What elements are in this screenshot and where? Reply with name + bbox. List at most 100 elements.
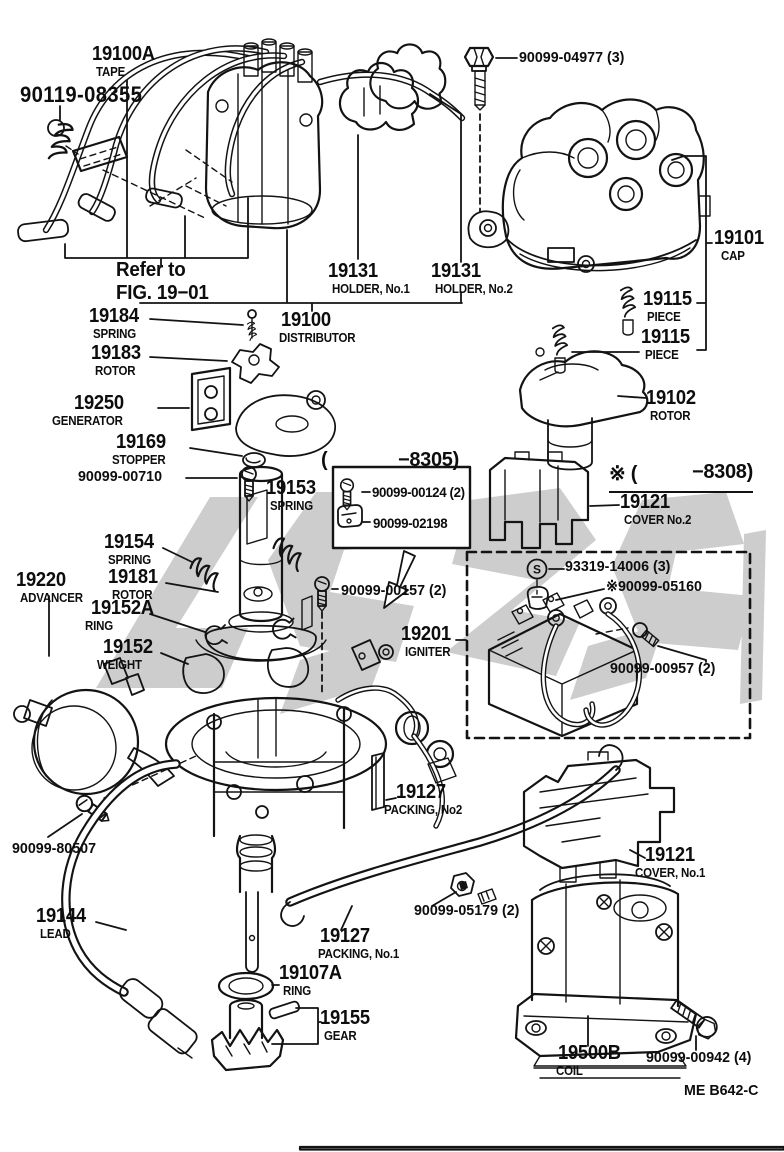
label-screw-90119: 90119-08355: [20, 84, 153, 106]
part-number: 19220: [16, 569, 66, 591]
part-name: SPRING: [270, 499, 313, 513]
label-grommet-05160: ※90099-05160: [606, 579, 707, 594]
range-open: (: [321, 449, 328, 471]
label-advancer: 19220 ADVANCER: [16, 570, 88, 605]
part-name: PACKING, No.1: [318, 947, 400, 961]
range-close: −8308): [691, 461, 753, 483]
label-packing-no2: 19127 PACKING, No2: [384, 781, 469, 817]
figure-code-text: ME B642-C: [684, 1082, 759, 1099]
part-number: 19115: [643, 288, 692, 310]
part-name: ADVANCER: [20, 591, 83, 605]
part-name: COIL: [556, 1064, 583, 1078]
pickup-stack-drawing: [149, 309, 337, 503]
part-number: 19152: [103, 636, 153, 658]
part-number: 90099-04977 (3): [519, 49, 625, 66]
part-name: TAPE: [96, 65, 126, 79]
part-name: ROTOR: [112, 588, 153, 602]
label-spring-19153: 19153 SPRING: [266, 478, 320, 513]
part-number: 19121: [645, 844, 695, 866]
nut-05179-drawing: [431, 872, 497, 907]
igniter-box-drawing: S: [455, 550, 752, 740]
part-name: HOLDER, No.1: [332, 282, 410, 296]
part-name: HOLDER, No.2: [435, 282, 513, 296]
label-packing-no1: 19127 PACKING, No.1: [318, 926, 406, 961]
label-rotor-19102: 19102 ROTOR: [646, 388, 700, 423]
label-distributor: 19100 DISTRIBUTOR: [279, 310, 362, 345]
part-number: 90099-00942 (4): [646, 1049, 752, 1066]
label-rotor-19181: 19181 ROTOR: [108, 567, 162, 602]
label-rotor-19183: 19183 ROTOR: [91, 343, 145, 378]
label-screw-93319: 93319-14006 (3): [565, 559, 676, 574]
label-cover-no1: 19121 COVER, No.1: [635, 844, 711, 880]
part-number: 19131: [328, 260, 378, 282]
box-item-00124: 90099-00124 (2): [372, 484, 465, 500]
cover-no1-drawing: [522, 751, 676, 883]
figure-code: ME B642-C: [684, 1083, 762, 1098]
part-name: IGNITER: [405, 645, 451, 659]
label-stopper: 19169 STOPPER: [112, 432, 170, 467]
part-name: GEAR: [324, 1029, 357, 1043]
label-igniter: 19201 IGNITER: [401, 624, 455, 659]
part-number: 19152A: [91, 597, 154, 619]
part-number: 19131: [431, 260, 481, 282]
cap-drawing: [467, 98, 711, 273]
label-screw-80507: 90099-80507: [12, 841, 100, 856]
coil-drawing: [514, 873, 698, 1079]
part-name: CAP: [721, 249, 745, 263]
harness-drawing: [335, 639, 457, 829]
part-number: 19154: [104, 531, 154, 553]
part-name: STOPPER: [112, 453, 166, 467]
part-name: PACKING, No2: [384, 803, 463, 817]
label-ring-19107a: 19107A RING: [279, 963, 347, 998]
part-name: WEIGHT: [97, 658, 142, 672]
label-weight: 19152 WEIGHT: [97, 636, 157, 672]
distributor-assembly-drawing: [17, 38, 466, 243]
option-box-8305: [331, 465, 472, 609]
packing-no1-drawing: [280, 744, 624, 931]
label-holder-no1: 19131 HOLDER, No.1: [328, 261, 416, 296]
refer-note: Refer to FIG. 19−01: [116, 259, 215, 305]
part-name: PIECE: [647, 310, 681, 324]
part-number: 93319-14006 (3): [565, 558, 671, 575]
holder-clips-drawing: [338, 43, 447, 132]
range-note-8305: ( −8305): [321, 449, 459, 472]
label-screw-00710: 90099-00710: [78, 469, 166, 484]
s-mark: S: [533, 563, 541, 577]
part-name: RING: [85, 619, 114, 633]
label-cover-no2: 19121 COVER No.2: [620, 492, 697, 527]
bolt-00942-drawing: [670, 999, 718, 1051]
part-number: 19181: [108, 566, 158, 588]
label-generator: 19250 GENERATOR: [52, 393, 129, 428]
part-name: ROTOR: [95, 364, 136, 378]
part-number: 19115: [641, 326, 690, 348]
part-number: 19183: [91, 342, 141, 364]
part-name: DISTRIBUTOR: [279, 331, 356, 345]
part-number: 90099-00957 (2): [610, 660, 716, 677]
part-name: SPRING: [108, 553, 151, 567]
part-name: RING: [283, 984, 312, 998]
shaft-governor-drawing: [149, 465, 339, 694]
box-item-02198: 90099-02198: [373, 515, 448, 531]
label-bolt-04977: 90099-04977 (3): [519, 50, 630, 65]
label-holder-no2: 19131 HOLDER, No.2: [431, 261, 519, 296]
part-number: 90099-05179 (2): [414, 902, 520, 919]
part-number: 19127: [396, 781, 446, 803]
label-gear: 19155 GEAR: [320, 1008, 374, 1043]
part-number: 90099-00157 (2): [341, 582, 447, 599]
part-number: 19155: [320, 1007, 370, 1029]
part-number: 19184: [89, 305, 139, 327]
label-bolt-00957: 90099-00957 (2): [610, 661, 721, 676]
gear-drawing: [210, 971, 322, 1072]
part-number: 19101: [714, 227, 764, 249]
leader-lines-top: [64, 79, 463, 312]
label-nut-05179: 90099-05179 (2): [414, 903, 525, 918]
label-cap: 19101 CAP: [714, 228, 768, 263]
part-name: LEAD: [40, 927, 71, 941]
part-name: GENERATOR: [52, 414, 123, 428]
part-name: PIECE: [645, 348, 679, 362]
cover-no2-drawing: [488, 451, 620, 550]
refer-line1: Refer to: [116, 259, 186, 281]
advancer-drawing: [13, 595, 175, 796]
cap-bolt-drawing: [463, 46, 518, 213]
